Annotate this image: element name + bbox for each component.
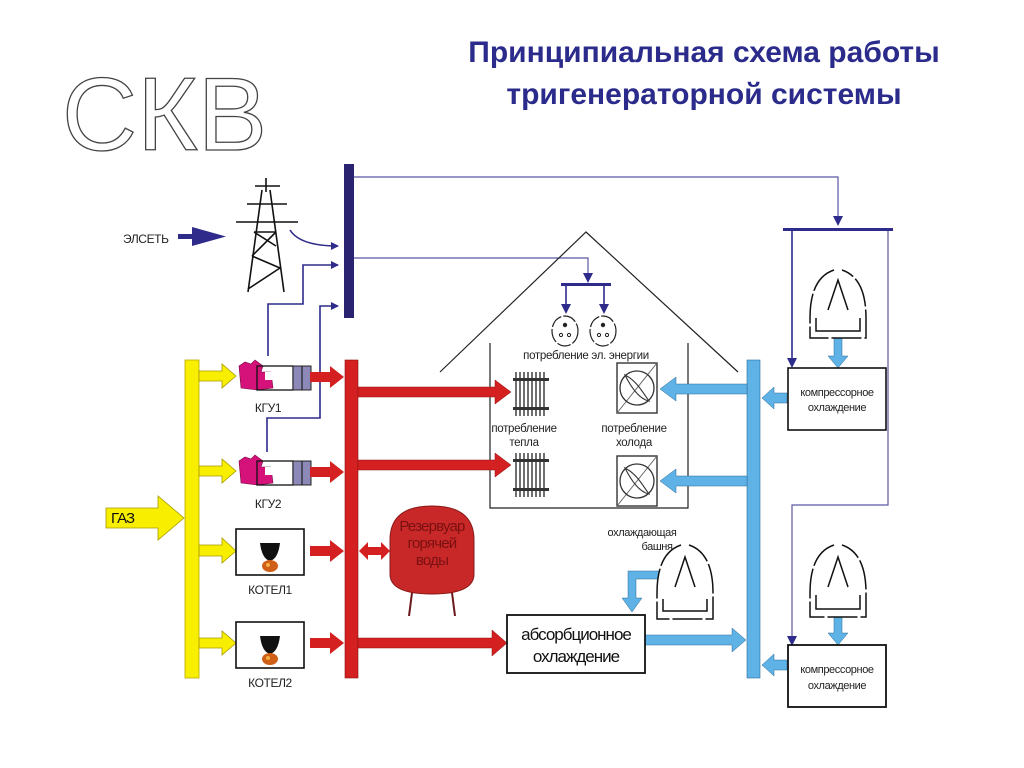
boiler-flame-icon	[235, 621, 305, 669]
main-electric-bus	[344, 164, 354, 318]
bus-to-house-wire	[354, 257, 589, 278]
kgu2-to-bus-wire	[266, 302, 339, 452]
heat-manifold	[344, 359, 359, 679]
gas-inlet-arrow	[105, 495, 185, 541]
kgu1-to-bus-wire	[267, 261, 339, 356]
compressor-bottom-label-2: охлаждение	[808, 680, 867, 692]
cold-manifold	[746, 359, 761, 679]
grid-arrow	[178, 227, 226, 246]
title-line-2: тригенераторной системы	[506, 78, 901, 111]
absorption-label-2: охлаждение	[533, 647, 620, 666]
cooling-tower-icon	[809, 544, 867, 618]
cold-consumption-label-1: потребление	[601, 423, 666, 435]
kgu2-label: КГУ2	[255, 497, 282, 511]
compressor-bottom-label-1: компрессорное	[800, 664, 874, 676]
gas-engine-generator-icon	[238, 454, 312, 486]
compressor-bus	[783, 228, 893, 231]
absorption-chiller-box	[506, 614, 646, 674]
power-socket-icon	[589, 315, 617, 347]
pylon-to-bus-wire	[289, 229, 339, 250]
cold-consumption-label-2: холода	[616, 437, 653, 449]
cooling-tower-label-1: охлаждающая	[608, 527, 677, 539]
tank-label-3: воды	[416, 552, 448, 569]
radiator-icon	[513, 453, 549, 497]
gas-network	[105, 359, 237, 679]
house-sub-bus	[561, 283, 611, 286]
gas-manifold	[184, 359, 200, 679]
cooling-tower-label-2: башня	[641, 541, 672, 553]
heat-consumption-label-1: потребление	[491, 423, 556, 435]
compressor-top-label-1: компрессорное	[800, 387, 874, 399]
bus-to-compressor-wire	[354, 176, 839, 222]
gas-label: ГАЗ	[111, 510, 135, 527]
power-pylon-icon	[236, 178, 298, 293]
cooling-tower-icon	[656, 544, 714, 620]
power-consumption-label: потребление эл. энергии	[523, 350, 649, 362]
title-line-1: Принципиальная схема работы	[468, 36, 940, 69]
compressor-chiller-top-box	[787, 367, 887, 431]
heat-network	[310, 359, 512, 679]
radiator-icon	[513, 372, 549, 416]
house-building	[439, 231, 739, 509]
logo-skv: СКВ	[62, 57, 267, 173]
power-socket-icon	[551, 315, 579, 347]
heat-consumption-label-2: тепла	[509, 437, 539, 449]
cooling-tower-icon	[809, 269, 867, 339]
cold-network	[621, 337, 849, 679]
compressor-bus-to-bottom-wire	[791, 231, 889, 640]
fan-coil-icon	[616, 455, 658, 507]
boiler2-label: КОТЕЛ2	[248, 676, 292, 690]
gas-engine-generator-icon	[238, 359, 312, 391]
compressor-chiller-bottom-box	[787, 644, 887, 708]
fan-coil-icon	[616, 362, 658, 414]
absorption-label-1: абсорбционное	[521, 625, 631, 644]
hot-water-tank	[389, 505, 475, 617]
tank-label-2: горячей	[408, 535, 457, 552]
boiler1-label: КОТЕЛ1	[248, 583, 292, 597]
kgu1-label: КГУ1	[255, 401, 282, 415]
grid-label: ЭЛСЕТЬ	[123, 232, 169, 246]
electrical-network: ЭЛСЕТЬ	[123, 164, 893, 646]
compressor-top-label-2: охлаждение	[808, 402, 867, 414]
tank-label-1: Резервуар	[399, 518, 465, 535]
boiler-flame-icon	[235, 528, 305, 576]
